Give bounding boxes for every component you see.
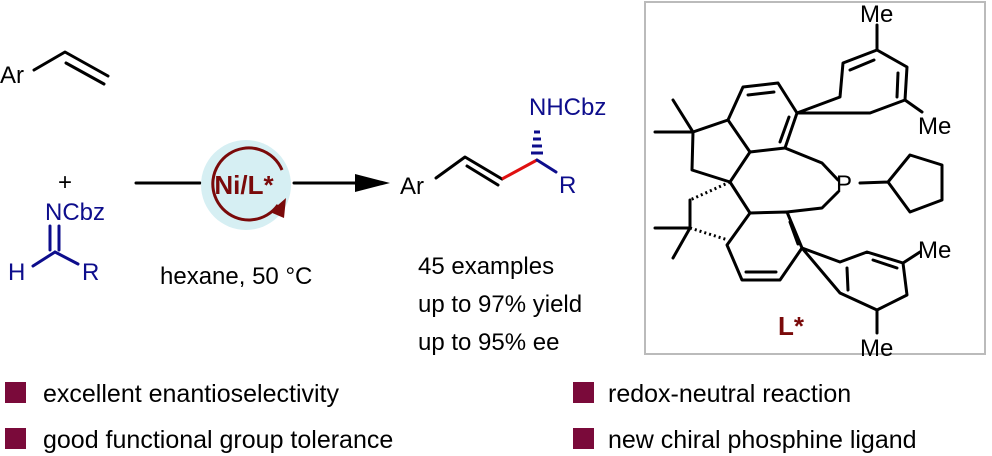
reaction-arrow: Ni/L* hexane, 50 °C	[134, 140, 390, 290]
highlight-item: new chiral phosphine ligand	[608, 426, 917, 454]
bullet-square-icon	[5, 382, 26, 403]
result-ee: up to 95% ee	[418, 329, 559, 356]
imine: NCbz H R	[8, 199, 105, 286]
highlights-list: excellent enantioselectivity redox-neutr…	[5, 380, 917, 454]
highlight-item: good functional group tolerance	[43, 426, 393, 454]
product-nhcbz: NHCbz	[529, 94, 606, 121]
methyl-label: Me	[918, 113, 951, 140]
highlight-item: redox-neutral reaction	[608, 380, 851, 408]
bullet-square-icon	[573, 382, 594, 403]
product-r: R	[559, 172, 576, 199]
imine-ncbz: NCbz	[45, 199, 105, 226]
cycle-arrow-icon	[270, 198, 286, 218]
catalyst-label: Ni/L*	[214, 170, 274, 200]
highlight-item: excellent enantioselectivity	[43, 380, 339, 408]
phosphorus-label: P	[836, 171, 852, 198]
methyl-label: Me	[918, 237, 951, 264]
plus-sign: +	[58, 169, 72, 196]
ligand-structure: P Me Me Me Me L*	[644, 1, 986, 362]
methyl-label: Me	[860, 1, 893, 28]
ligand-label: L*	[778, 311, 805, 341]
result-yield: up to 97% yield	[418, 291, 582, 318]
conditions: hexane, 50 °C	[160, 263, 312, 290]
result-examples: 45 examples	[418, 253, 554, 280]
imine-h: H	[8, 259, 25, 286]
methyl-label: Me	[860, 335, 893, 362]
bullet-square-icon	[5, 428, 26, 449]
styrene: Ar	[0, 50, 110, 89]
ar-label: Ar	[0, 62, 24, 89]
product: Ar NHCbz R	[400, 94, 606, 200]
imine-r: R	[82, 259, 99, 286]
product-ar: Ar	[400, 173, 424, 200]
bullet-square-icon	[573, 428, 594, 449]
